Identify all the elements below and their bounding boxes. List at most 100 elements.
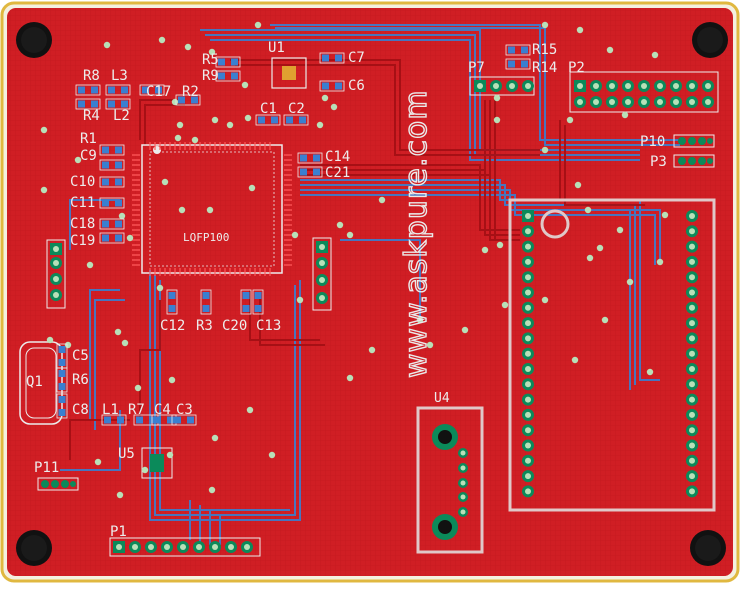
passive-pad [121, 100, 128, 108]
via [246, 406, 254, 414]
passive-outline [105, 84, 131, 96]
label-r8: R8 [83, 68, 100, 84]
p2-pin-hole [689, 99, 695, 105]
label-r5: R5 [202, 52, 219, 68]
p2-pin-hole [609, 83, 615, 89]
via [168, 376, 176, 384]
via [176, 121, 184, 129]
passive-pad [102, 220, 109, 228]
passive-outline [297, 152, 323, 164]
label-r2: R2 [182, 84, 199, 100]
via [268, 451, 276, 459]
p7-header[interactable] [469, 76, 535, 96]
passive-pad [313, 168, 320, 176]
label-p2: P2 [568, 60, 585, 76]
p2-pin-hole [593, 83, 599, 89]
label-q1: Q1 [26, 374, 43, 390]
via [254, 21, 262, 29]
p1-pin-hole [212, 544, 218, 550]
module-pin-hole [689, 442, 695, 449]
via [481, 246, 489, 254]
via [346, 231, 354, 239]
module-pin-hole [689, 258, 695, 265]
label-c8: C8 [72, 402, 89, 418]
p1-pin-hole [244, 544, 250, 550]
u4-module[interactable]: U4 [416, 391, 484, 554]
header-left[interactable] [46, 239, 66, 309]
u5-chip[interactable] [141, 447, 173, 479]
passive-outline [75, 98, 101, 110]
label-l3: L3 [111, 68, 128, 84]
mounting-holes [16, 22, 728, 566]
header-middle[interactable] [312, 237, 332, 311]
passive-pad [254, 305, 262, 312]
passive-pad [202, 305, 210, 312]
module-pin-hole [525, 366, 531, 372]
via [541, 21, 549, 29]
via [191, 136, 199, 144]
module-pin-hole [689, 411, 695, 418]
module-pin-hole [689, 427, 695, 434]
p1-header[interactable] [109, 537, 261, 557]
p2-pin-hole [641, 99, 647, 105]
passive-pad [167, 416, 174, 424]
via [208, 486, 216, 494]
label-r7: R7 [128, 402, 145, 418]
via [601, 316, 609, 324]
via [184, 43, 192, 51]
via [156, 284, 164, 292]
module-pin-hole [689, 488, 695, 495]
passive-pad [91, 86, 98, 94]
via [40, 186, 48, 194]
p1-pin-hole [148, 544, 154, 550]
u1-chip[interactable] [271, 57, 307, 89]
passive-pad [174, 416, 181, 424]
label-c4: C4 [154, 402, 171, 418]
module-pin-hole [525, 411, 531, 418]
module-pin-hole [689, 304, 695, 311]
passive-pad [58, 370, 66, 377]
daughter-module[interactable] [508, 198, 716, 512]
via [501, 301, 509, 309]
passive-pad [58, 346, 66, 353]
label-c3: C3 [176, 402, 193, 418]
via [241, 81, 249, 89]
via [141, 466, 149, 474]
via [316, 121, 324, 129]
module-pin-hole [525, 488, 531, 495]
label-c2: C2 [288, 101, 305, 117]
passive-pad [102, 146, 109, 154]
p10-header[interactable] [673, 134, 715, 148]
p1-pin-hole [132, 544, 138, 550]
p1-pin-hole [180, 544, 186, 550]
watermark-text: www.askpure.com [399, 89, 434, 378]
p3-header[interactable] [673, 154, 715, 168]
via [126, 234, 134, 242]
module-pin-hole [525, 442, 531, 449]
p1-pin-hole [228, 544, 234, 550]
p2-header[interactable] [569, 71, 719, 113]
via [346, 374, 354, 382]
p11-header[interactable] [37, 477, 79, 491]
via [566, 116, 574, 124]
module-pin-hole [689, 473, 695, 480]
passive-outline [56, 393, 68, 419]
via [291, 231, 299, 239]
module-pin-hole [689, 457, 695, 464]
via [378, 196, 386, 204]
via [336, 221, 344, 229]
passive-pad [115, 178, 122, 186]
passive-outline [99, 144, 125, 156]
passive-pad [313, 154, 320, 162]
via [586, 254, 594, 262]
passive-pad [231, 58, 238, 66]
p2-pin-hole [705, 99, 711, 105]
via [114, 328, 122, 336]
p1-pin-hole [116, 544, 122, 550]
via [541, 146, 549, 154]
lqfp100-ic[interactable]: LQFP100 [132, 142, 292, 276]
passive-pad [258, 116, 265, 124]
passive-outline [283, 114, 309, 126]
